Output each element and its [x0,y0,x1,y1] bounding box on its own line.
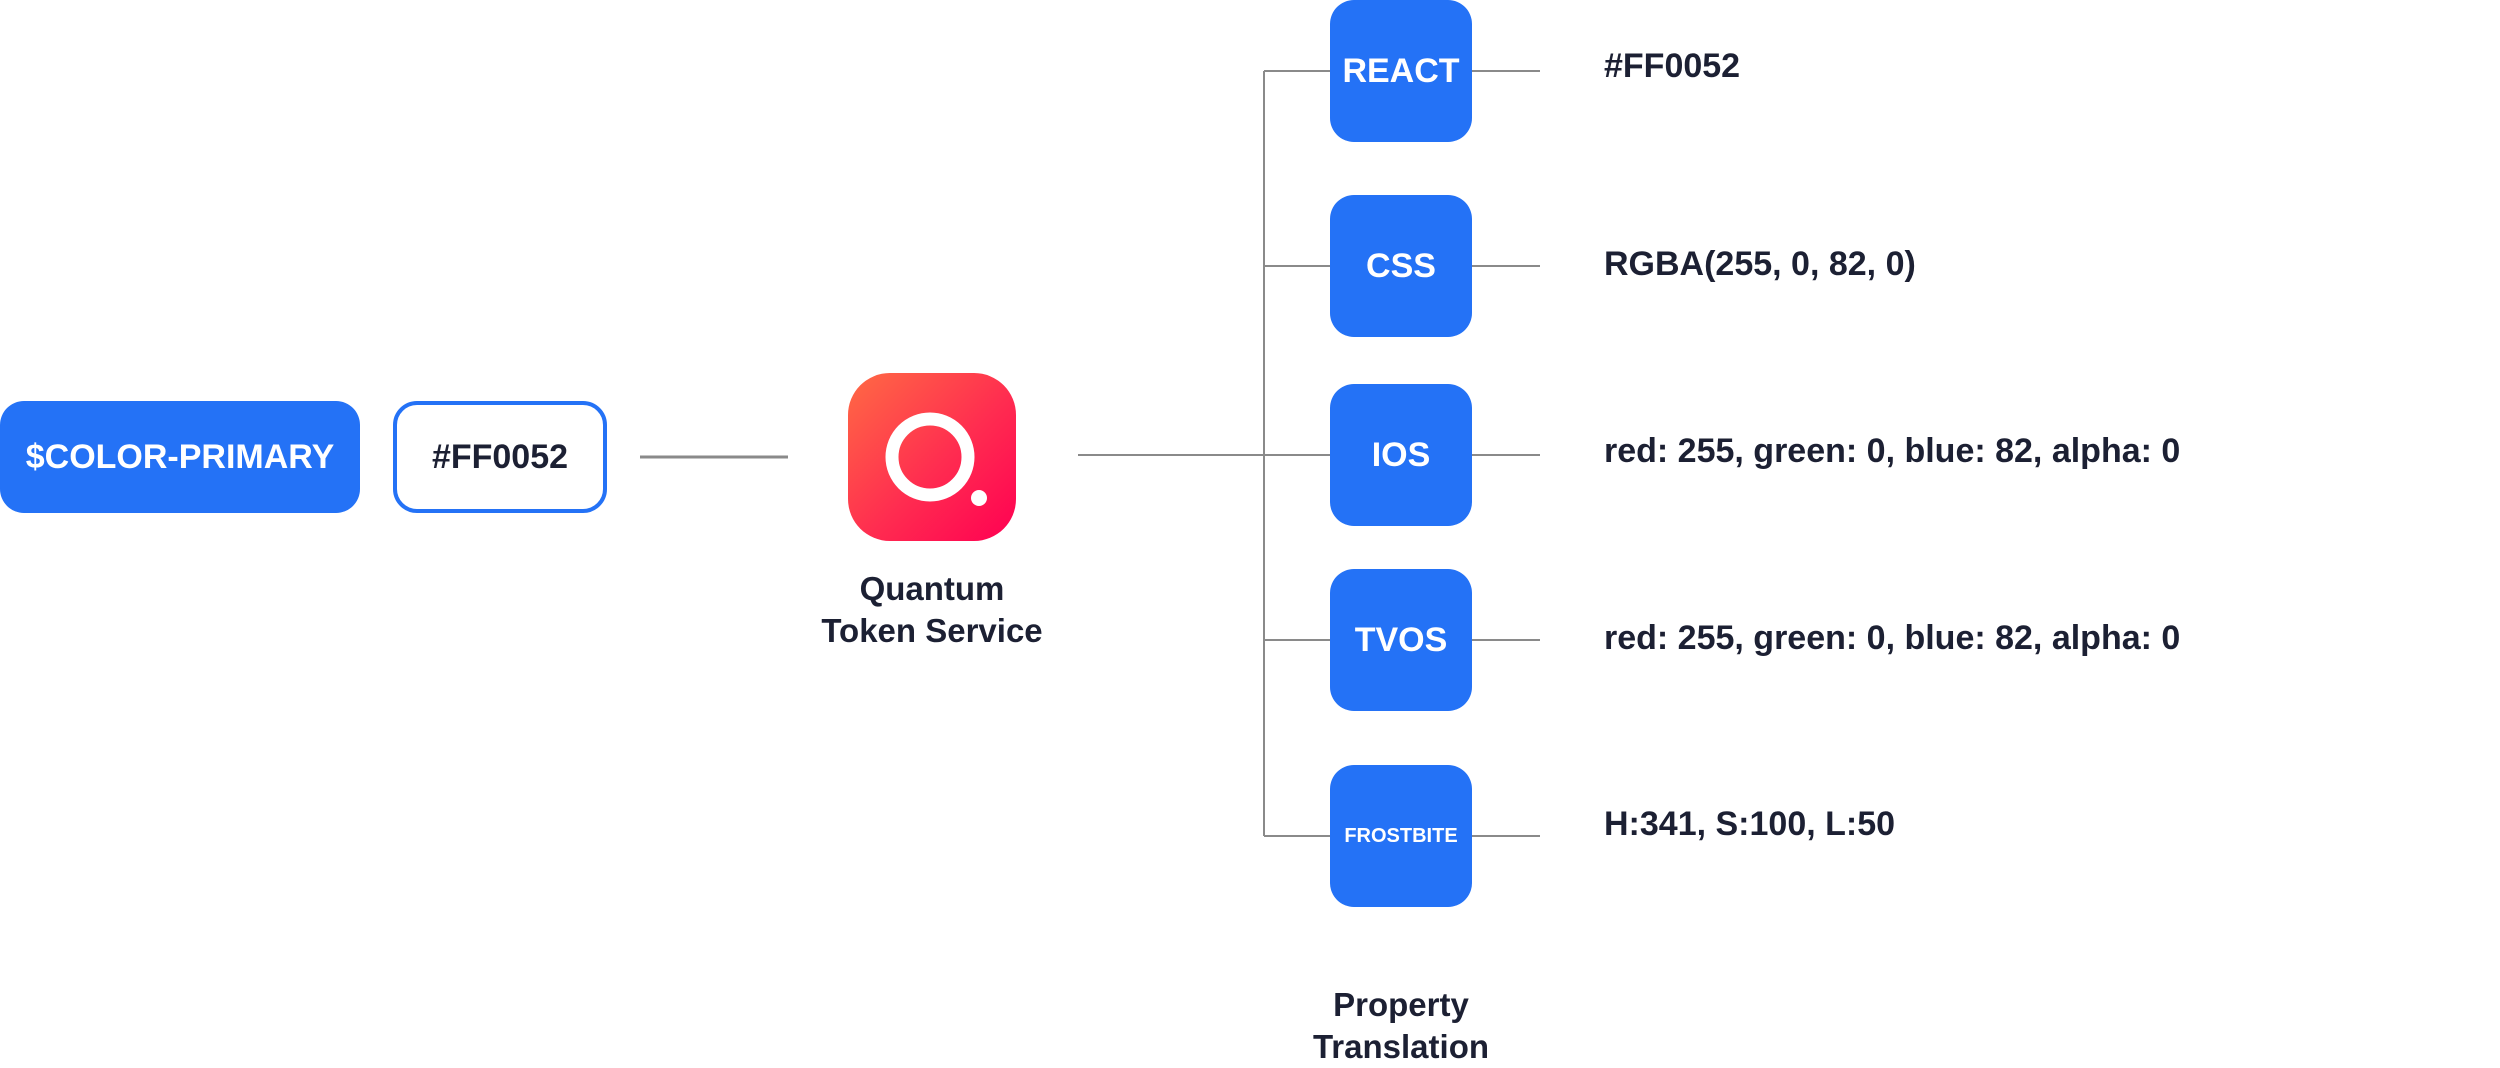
service-label-line1: Quantum [859,570,1005,607]
service-label-line2: Token Service [821,612,1043,649]
platform-react-value: #FF0052 [1604,47,1741,85]
token-value-box: #FF0052 [393,401,607,513]
translation-label-line1: Property [1333,986,1469,1023]
platform-css-box: CSS [1330,195,1472,337]
platform-react-box: REACT [1330,0,1472,142]
token-name-label: $COLOR-PRIMARY [25,437,335,476]
platform-react-label: REACT [1342,51,1460,90]
translation-label-line2: Translation [1312,1028,1490,1065]
platform-ios-box: IOS [1330,384,1472,526]
token-name-box: $COLOR-PRIMARY [0,401,360,513]
property-translation-label: Property Translation [1250,984,1552,1068]
platform-ios-label: IOS [1371,435,1431,474]
token-value-label: #FF0052 [431,437,569,476]
service-label: Quantum Token Service [770,568,1094,652]
platform-ios-value: red: 255, green: 0, blue: 82, alpha: 0 [1604,432,2181,470]
platform-frostbite-value: H:341, S:100, L:50 [1604,805,1896,843]
platform-frostbite-box: FROSTBITE [1330,765,1472,907]
platform-tvos-value: red: 255, green: 0, blue: 82, alpha: 0 [1604,619,2181,657]
quantum-token-service-icon [848,373,1016,541]
platform-css-value: RGBA(255, 0, 82, 0) [1604,245,1916,283]
platform-css-label: CSS [1366,246,1436,285]
search-icon [885,412,987,506]
platform-tvos-box: TVOS [1330,569,1472,711]
platform-frostbite-label: FROSTBITE [1344,824,1458,847]
platform-tvos-label: TVOS [1354,620,1448,659]
